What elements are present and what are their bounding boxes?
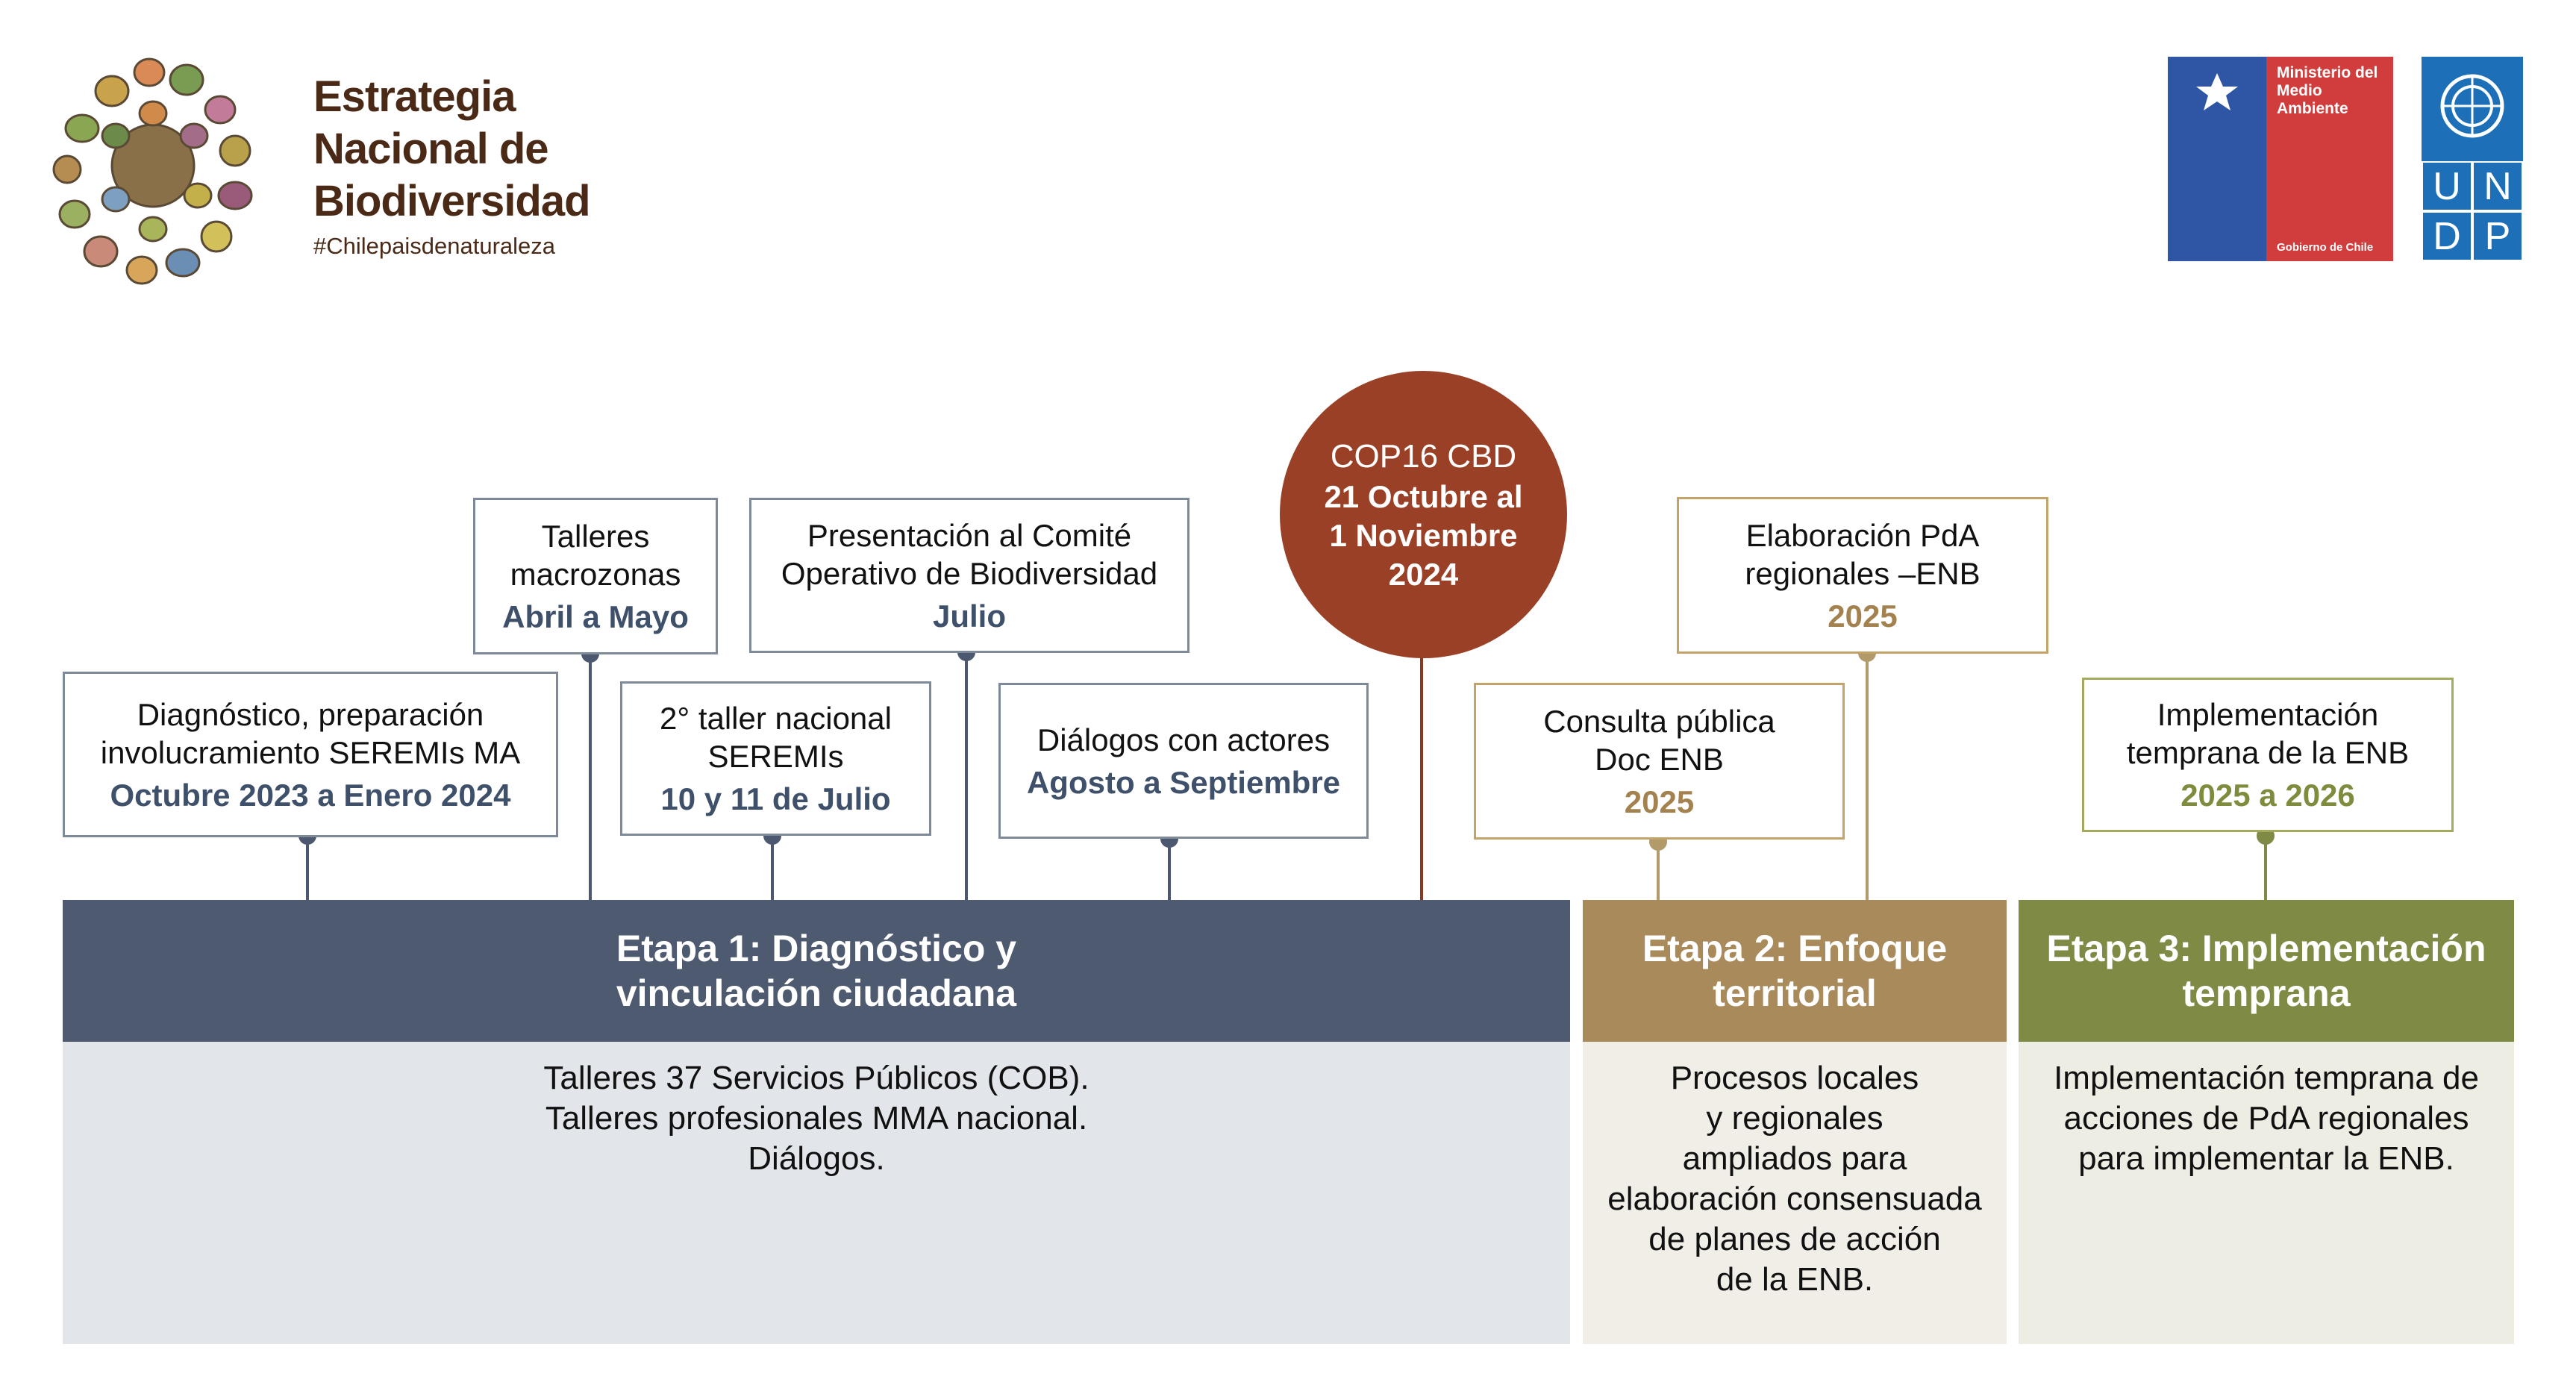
connector-line [2264, 836, 2267, 901]
connector-line [965, 652, 968, 901]
stage-body-line: para implementar la ENB. [2078, 1140, 2454, 1177]
event-title-line: 2° taller nacional [660, 701, 892, 736]
connector-line [1168, 839, 1171, 901]
stage-3-header: Etapa 3: Implementación temprana [2019, 900, 2514, 1042]
stage-body-line: de planes de acción [1648, 1221, 1941, 1257]
ministry-name-line: Ambiente [2277, 100, 2348, 117]
event-date: 2025 a 2026 [2180, 778, 2355, 813]
stage-body-line: Procesos locales [1670, 1060, 1919, 1096]
stage-body-line: Diálogos. [748, 1140, 885, 1177]
stage-body-line: Implementación temprana de [2054, 1060, 2479, 1096]
connector-line [1657, 842, 1660, 901]
undp-letter: P [2472, 211, 2523, 261]
cop16-title: COP16 CBD [1330, 437, 1517, 475]
stage-body-line: acciones de PdA regionales [2063, 1100, 2469, 1137]
event-date: Julio [932, 598, 1006, 634]
logo-wordmark: Estrategia Nacional de Biodiversidad #Ch… [313, 71, 591, 265]
logo-title-line: Nacional de [313, 125, 549, 173]
stage-2-header: Etapa 2: Enfoque territorial [1583, 900, 2007, 1042]
event-title-line: macrozonas [510, 556, 681, 592]
event-date: Agosto a Septiembre [1026, 764, 1341, 800]
connector-line [589, 654, 592, 901]
undp-logo: U N D P [2422, 57, 2523, 261]
ministry-logo-red-panel: Ministerio del Medio Ambiente Gobierno d… [2266, 57, 2393, 261]
cop16-date-line: 1 Noviembre [1329, 517, 1518, 553]
event-title-line: involucramiento SEREMIs MA [100, 734, 521, 770]
event-talleres-macrozonas: Talleres macrozonas Abril a Mayo [473, 498, 718, 654]
event-date: Abril a Mayo [502, 598, 689, 634]
event-consulta-publica: Consulta pública Doc ENB 2025 [1474, 683, 1845, 840]
event-title-line: Talleres [541, 518, 650, 554]
government-label: Gobierno de Chile [2277, 241, 2374, 254]
logo-title-line: Biodiversidad [313, 177, 591, 225]
event-implementacion-temprana: Implementación temprana de la ENB 2025 a… [2082, 678, 2454, 832]
ministry-name: Ministerio del Medio Ambiente [2277, 64, 2378, 118]
stage-title-line: temprana [2182, 972, 2351, 1014]
event-title-line: Implementación [2157, 697, 2379, 732]
event-title-line: Presentación al Comité [807, 517, 1132, 553]
connector-line [306, 836, 309, 901]
stage-body-line: ampliados para [1682, 1140, 1907, 1177]
event-title-line: Operativo de Biodiversidad [781, 555, 1158, 591]
event-title-line: SEREMIs [707, 739, 844, 774]
stage-title-line: territorial [1713, 972, 1877, 1014]
biodiversity-leaf-logo-icon [52, 46, 254, 293]
un-emblem-icon [2435, 69, 2510, 146]
ministry-logo-blue-panel [2168, 57, 2266, 261]
stage-title-line: Etapa 2: Enfoque [1642, 928, 1948, 969]
stage-body-line: Talleres profesionales MMA nacional. [545, 1100, 1088, 1137]
ministry-name-line: Ministerio del [2277, 64, 2378, 81]
stage-title-line: vinculación ciudadana [616, 972, 1017, 1014]
cop16-date-line: 21 Octubre al [1324, 478, 1523, 514]
logo-hashtag: #Chilepaisdenaturaleza [313, 233, 556, 259]
event-segundo-taller: 2° taller nacional SEREMIs 10 y 11 de Ju… [620, 681, 931, 836]
undp-letter-grid: U N D P [2422, 161, 2523, 261]
event-title-line: Doc ENB [1595, 741, 1724, 777]
chile-coat-of-arms-icon [2184, 70, 2250, 118]
event-dialogos: Diálogos con actores Agosto a Septiembre [998, 683, 1369, 839]
event-date: 2025 [1828, 598, 1898, 634]
event-title-line: Elaboración PdA [1745, 517, 1980, 553]
stage-body-line: Talleres 37 Servicios Públicos (COB). [543, 1060, 1090, 1096]
stage-body-line: de la ENB. [1716, 1261, 1874, 1298]
ministry-logo: Ministerio del Medio Ambiente Gobierno d… [2168, 57, 2393, 261]
event-presentacion-comite: Presentación al Comité Operativo de Biod… [749, 498, 1189, 653]
ministry-name-line: Medio [2277, 82, 2322, 99]
event-title-line: Consulta pública [1543, 703, 1775, 739]
stage-body-line: elaboración consensuada [1607, 1181, 1982, 1217]
event-title-line: Diagnóstico, preparación [137, 696, 484, 732]
event-title-line: Diálogos con actores [1037, 722, 1331, 757]
stage-body-line: y regionales [1706, 1100, 1883, 1137]
event-diagnostico: Diagnóstico, preparación involucramiento… [63, 672, 558, 837]
undp-letter: U [2422, 161, 2472, 211]
cop16-circle: COP16 CBD 21 Octubre al 1 Noviembre 2024 [1280, 371, 1567, 658]
connector-line [1420, 657, 1423, 901]
connector-line [1866, 653, 1869, 901]
event-title-line: temprana de la ENB [2126, 735, 2410, 770]
logo-title-line: Estrategia [313, 72, 516, 121]
undp-letter: N [2472, 161, 2523, 211]
stage-3-body: Implementación temprana de acciones de P… [2019, 1042, 2514, 1344]
connector-line [771, 836, 774, 901]
stage-1-header: Etapa 1: Diagnóstico y vinculación ciuda… [63, 900, 1570, 1042]
event-date: Octubre 2023 a Enero 2024 [110, 777, 511, 813]
stage-title-line: Etapa 3: Implementación [2046, 928, 2486, 969]
undp-letter: D [2422, 211, 2472, 261]
cop16-date-line: 2024 [1388, 556, 1459, 592]
stage-1-body: Talleres 37 Servicios Públicos (COB). Ta… [63, 1042, 1570, 1344]
event-date: 2025 [1624, 784, 1695, 819]
stage-title-line: Etapa 1: Diagnóstico y [616, 928, 1017, 969]
stage-2-body: Procesos locales y regionales ampliados … [1583, 1042, 2007, 1344]
event-date: 10 y 11 de Julio [660, 781, 891, 816]
event-title-line: regionales –ENB [1745, 555, 1981, 591]
event-elaboracion-pda: Elaboración PdA regionales –ENB 2025 [1677, 497, 2048, 654]
